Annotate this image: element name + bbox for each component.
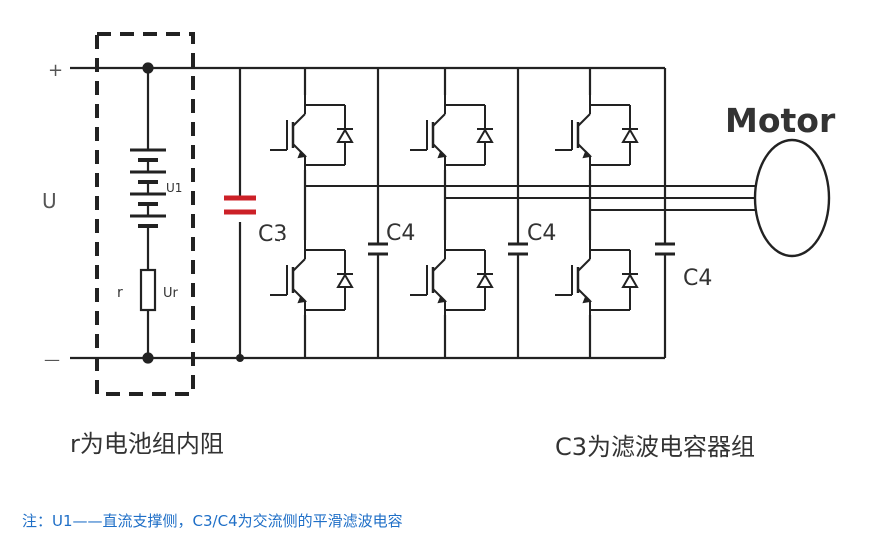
igbt-switch-upper-2: [410, 95, 494, 175]
negative-terminal-label: —: [44, 350, 60, 369]
motor-icon: [753, 138, 831, 258]
c4-label-1: C4: [386, 221, 415, 246]
c3-capacitor: [224, 68, 256, 362]
igbt-switch-upper-3: [555, 95, 639, 175]
supply-voltage-label: U: [42, 189, 57, 213]
internal-resistance-label: r: [117, 285, 123, 301]
u1-label: U1: [166, 181, 182, 195]
igbt-switch-lower-1: [270, 240, 354, 320]
battery-branch: [130, 62, 166, 364]
footnote: 注：U1——直流支撑侧，C3/C4为交流侧的平滑滤波电容: [22, 512, 403, 530]
battery-pack-boundary: [95, 32, 195, 396]
c4-label-2: C4: [527, 221, 556, 246]
resistor-voltage-label: Ur: [163, 286, 179, 301]
motor-label: Motor: [725, 101, 836, 140]
c4-label-3: C4: [683, 266, 712, 291]
c4-capacitor-1: [368, 242, 388, 256]
igbt-switch-lower-2: [410, 240, 494, 320]
capacitor-caption: C3为滤波电容器组: [555, 433, 755, 461]
positive-terminal-label: +: [48, 60, 63, 81]
battery-caption: r为电池组内阻: [70, 430, 224, 458]
c4-capacitor-3: [655, 242, 675, 256]
igbt-switch-lower-3: [555, 240, 639, 320]
c4-capacitor-2: [508, 242, 528, 256]
phase-output-lines: [304, 185, 760, 214]
igbt-switch-upper-1: [270, 95, 354, 175]
